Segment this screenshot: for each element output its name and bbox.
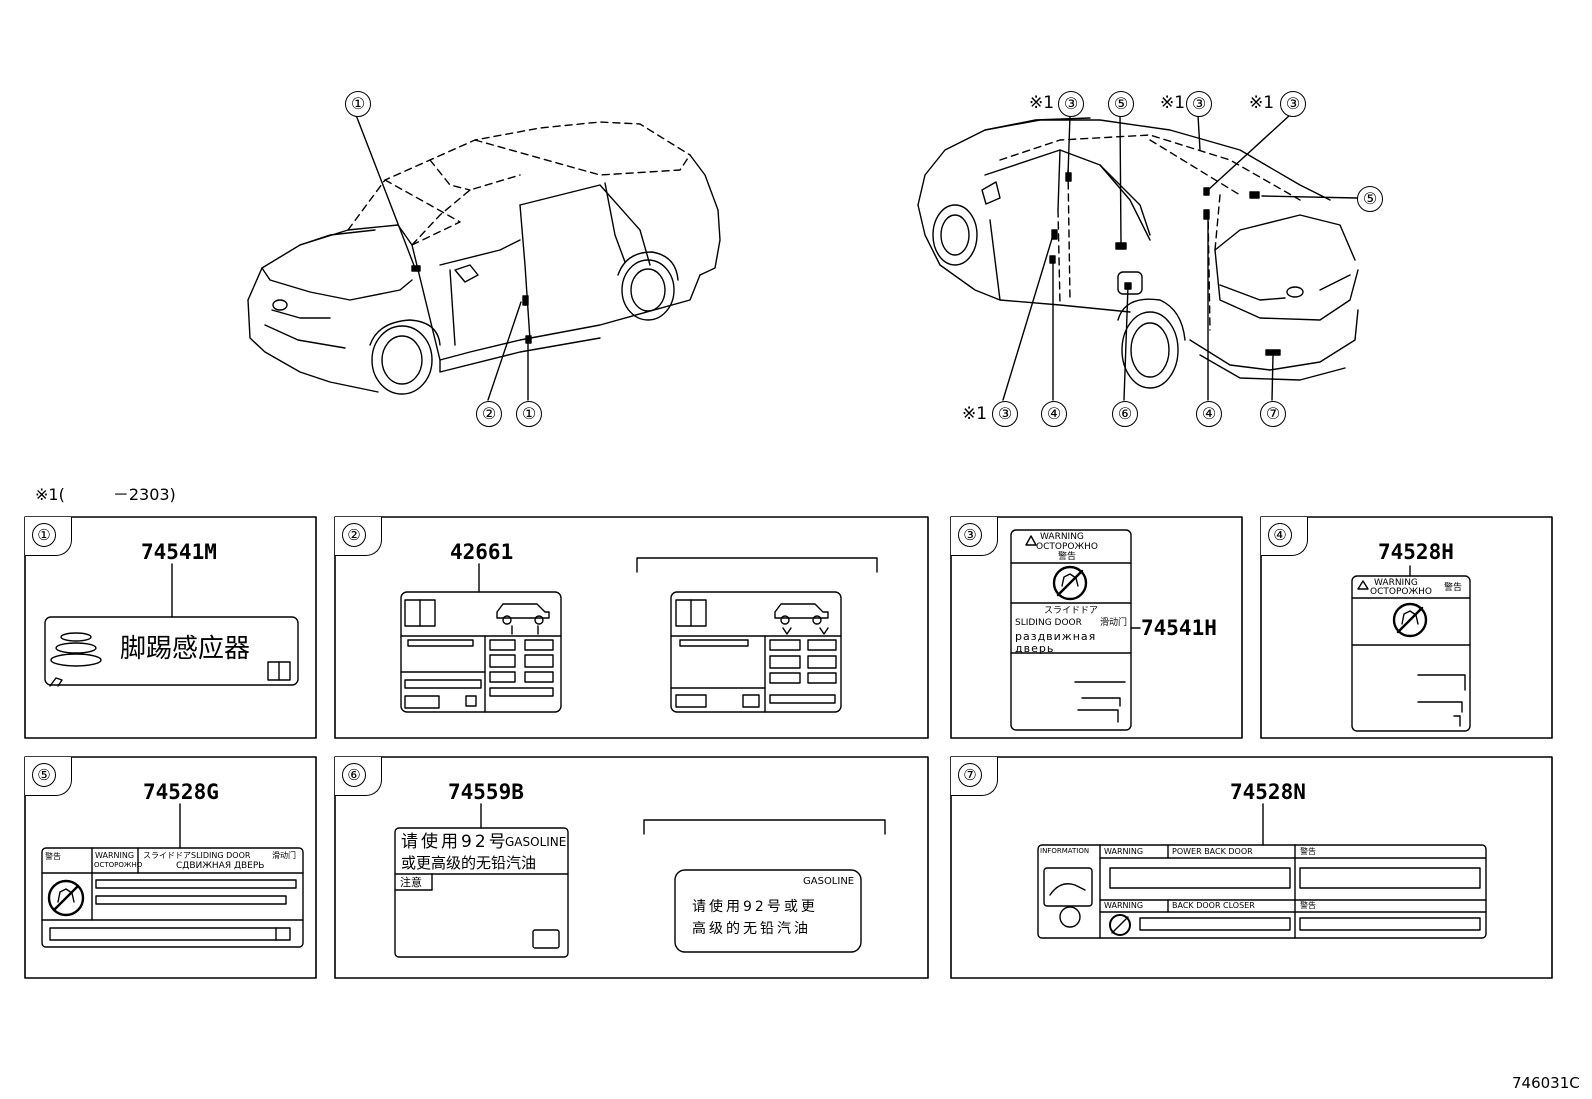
p5-door-cn: 滑动门 (272, 851, 296, 860)
p6-line1: 请使用92号 (401, 832, 509, 852)
p6-line2: 或更高级的无铅汽油 (401, 854, 537, 872)
p7-power-back-door: POWER BACK DOOR (1172, 847, 1253, 856)
p6-gasoline: GASOLINE (505, 835, 567, 849)
part-number-panel5: 74528G (143, 780, 219, 804)
p6-note: 注意 (400, 876, 422, 889)
panel6-label-art (394, 803, 886, 958)
p5-warning: WARNING (95, 851, 135, 860)
p4-warning-cn: 警告 (1444, 583, 1463, 593)
panel3-label-art (1010, 529, 1141, 731)
panel6-tab: ⑥ (335, 757, 382, 796)
callout-6: ⑥ (1112, 401, 1138, 427)
p7-warn1: WARNING (1104, 847, 1144, 856)
p7-cn1: 警告 (1300, 847, 1316, 856)
part-number-panel3: 74541H (1141, 616, 1217, 640)
panel-frames (24, 516, 1553, 979)
part-number-panel1: 74541M (141, 540, 217, 564)
p3-door-ru-a: раздвижная (1015, 630, 1097, 643)
p6-b-gasoline: GASOLINE (803, 876, 855, 887)
panel5-label-art (41, 803, 304, 948)
kick-sensor-label-text: 脚踢感应器 (120, 634, 251, 664)
p3-door-ru-b: дверь (1015, 642, 1055, 655)
p5-door-jp: スライドドア (143, 851, 191, 860)
p4-warning-ru: ОСТОРОЖНО (1370, 587, 1433, 597)
panel1-label-art (44, 563, 299, 687)
panel4-label-art (1351, 565, 1471, 732)
callout-3: ③ (1186, 91, 1212, 117)
p5-warning-cn: 警告 (45, 852, 61, 861)
p3-door-cn: 滑动门 (1100, 618, 1128, 628)
panel7-label-art (1037, 803, 1487, 939)
callout-3: ③ (1280, 91, 1306, 117)
part-number-panel6: 74559B (448, 780, 524, 804)
p3-warning-ru: ОСТОРОЖНО (1036, 542, 1099, 552)
vehicle-front-view (247, 114, 721, 401)
part-number-panel2: 42661 (450, 540, 514, 564)
p4-warning: WARNING (1374, 578, 1418, 588)
callout-7: ⑦ (1260, 401, 1286, 427)
callout-1-top: ① (345, 91, 371, 117)
note-mark: ※1 (962, 404, 988, 424)
panel1-tab: ① (25, 517, 72, 556)
p3-warning: WARNING (1040, 532, 1084, 542)
part-number-panel7: 74528N (1230, 780, 1306, 804)
panel3-tab: ③ (951, 517, 998, 556)
part-number-panel4: 74528H (1378, 540, 1454, 564)
p7-cn2: 警告 (1300, 901, 1316, 910)
p7-info: INFORMATION (1040, 847, 1090, 855)
callout-3: ③ (992, 401, 1018, 427)
p6-b-line1: 请使用92号或更 (692, 899, 818, 915)
p5-door-en: SLIDING DOOR (191, 851, 251, 860)
note-mark: ※1 (1160, 93, 1186, 113)
panel2-label-art (400, 557, 878, 713)
figure-id: 746031C (1512, 1074, 1580, 1092)
footnote: ※1( －2303) (35, 485, 176, 504)
p7-warn2: WARNING (1104, 901, 1144, 910)
callout-5: ⑤ (1357, 186, 1383, 212)
p3-warning-cn: 警告 (1058, 552, 1077, 562)
callout-4: ④ (1196, 401, 1222, 427)
note-mark: ※1 (1029, 93, 1055, 113)
callout-2: ② (476, 401, 502, 427)
p6-b-line2: 高级的无铅汽油 (692, 921, 811, 937)
panel2-tab: ② (335, 517, 382, 556)
note-mark: ※1 (1249, 93, 1275, 113)
panel5-tab: ⑤ (25, 757, 72, 796)
p3-door-en: SLIDING DOOR (1015, 618, 1082, 628)
callout-1-bottom: ① (516, 401, 542, 427)
p3-door-jp: スライドドア (1044, 606, 1099, 616)
vehicle-rear-view (917, 114, 1359, 401)
panel4-tab: ④ (1261, 517, 1308, 556)
callout-3: ③ (1058, 91, 1084, 117)
p5-warning-ru: ОСТОРОЖНО (94, 861, 143, 869)
callout-5: ⑤ (1108, 91, 1134, 117)
panel7-tab: ⑦ (951, 757, 998, 796)
p5-door-ru: СДВИЖНАЯ ДВЕРЬ (176, 861, 265, 871)
callout-4: ④ (1041, 401, 1067, 427)
p7-back-door-closer: BACK DOOR CLOSER (1172, 901, 1255, 910)
